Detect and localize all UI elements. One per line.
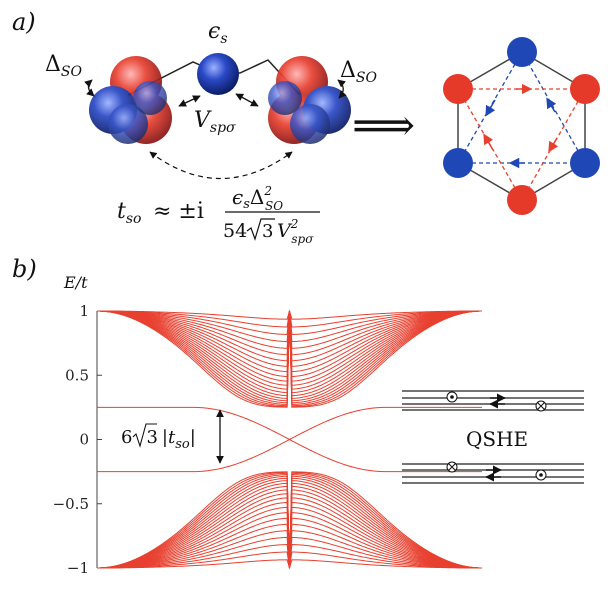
qshe-lower-edge [402,463,584,484]
blue-hopping-triangle [457,51,586,164]
panel-a: a) ϵs ΔSO ΔSO Vs [12,8,600,246]
epsilon-s-label: ϵs [208,19,228,47]
y-tick-label: −1 [67,559,89,577]
band-structure [96,309,483,570]
red-arrow-2 [548,137,559,153]
qshe-inset: QSHE [402,390,584,484]
lattice-atom-red-bottom [507,185,537,215]
red-hopping-triangle [457,88,586,201]
v-arrow-left [178,95,201,107]
delta-so-left-arrow [84,79,95,97]
delta-so-left-label: ΔSO [45,52,82,80]
lattice-atom-blue-top [507,37,537,67]
lattice-atom-blue-right [570,148,600,178]
qshe-label: QSHE [466,427,528,451]
lattice-atom-red-right [570,74,600,104]
spin-down-cross-mark-icon [537,402,545,410]
gap-sqrt-sign [132,423,157,448]
formula-denominator-sqrt: 3 [262,221,273,242]
panel-b-label: b) [12,255,37,283]
formula-sqrt-sign [246,218,275,241]
formula-approx: ≈ ±i [153,199,204,224]
blue-arrow-3 [546,97,557,113]
edge-state-line [97,406,482,473]
y-ticks: 1 0.5 0 −0.5 −1 [53,302,102,577]
s-orbital-atom [197,53,239,95]
panel-a-label: a) [12,8,36,36]
spin-down-cross-mark-lower-icon [448,463,456,471]
delta-so-right-label: ΔSO [340,58,377,86]
delta-so-right-arrow [337,79,347,99]
lattice-atom-red-left [443,74,473,104]
v-arrow-right [235,93,259,107]
valence-band-line [97,559,482,570]
blue-arrow-1 [485,99,496,117]
formula-denominator-coeff: 54 [223,220,247,242]
formula-lhs: tso [117,199,141,227]
hexagon-outline [457,51,586,201]
right-orbital-cluster [268,56,351,144]
y-tick-label: 1 [79,302,89,320]
energy-axis-label: E/t [63,273,88,292]
lattice-atom-blue-left [443,148,473,178]
second-neighbour-arrow [149,151,293,179]
conduction-band-line [97,309,482,320]
implies-arrow: ⟹ [352,100,415,151]
v-sp-sigma-label: Vspσ [194,108,236,136]
y-tick-label: 0 [79,431,89,449]
y-tick-label: 0.5 [65,366,89,384]
red-arrow-3 [483,133,494,151]
left-orbital-cluster [89,56,172,144]
spin-up-dot-center-lower-icon [539,473,543,477]
spin-up-dot-center-icon [450,395,454,399]
y-tick-label: −0.5 [53,495,89,513]
hexagon-lattice [443,37,600,215]
